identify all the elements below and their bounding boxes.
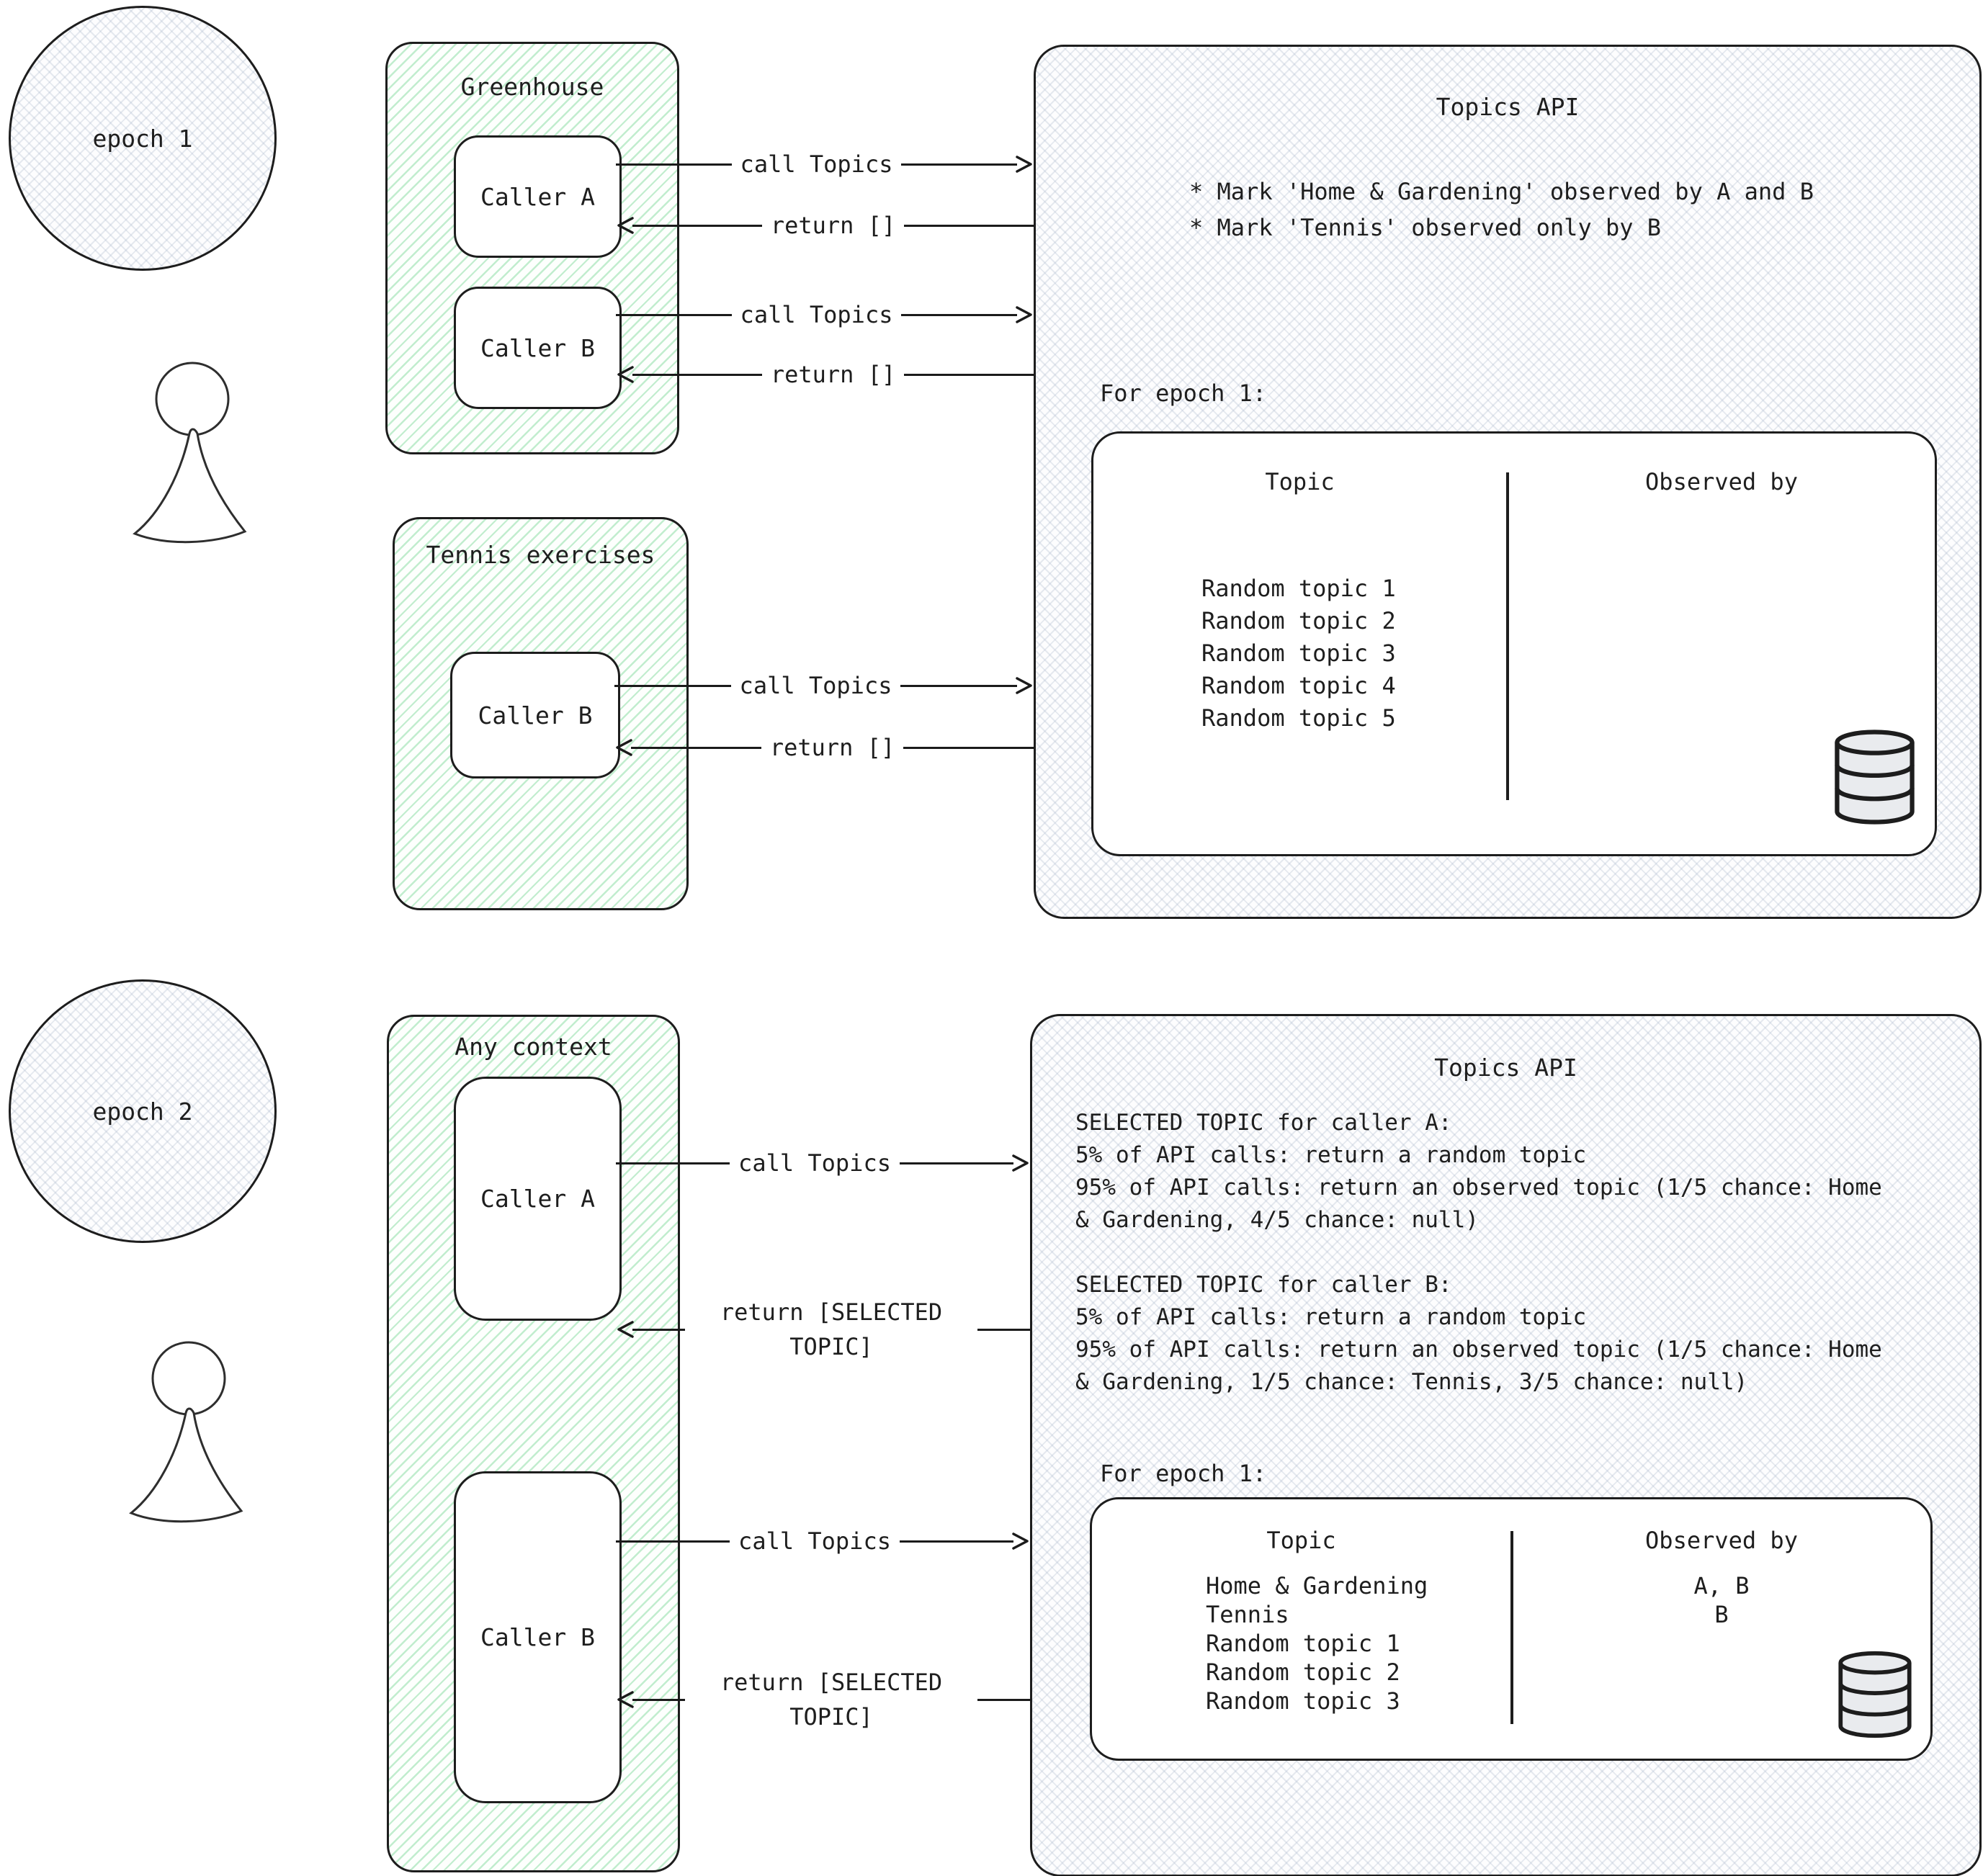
table-row: Random topic 1 <box>1201 574 1396 602</box>
arrow-epoch1-caller-a-call: call Topics <box>616 148 1034 180</box>
caller-b-label: Caller B <box>480 333 595 362</box>
column-header-topic: Topic <box>1266 1527 1336 1554</box>
arrow-epoch1-caller-b-call: call Topics <box>616 299 1034 331</box>
arrow-label: return [] <box>770 212 896 239</box>
arrowhead-left-icon <box>617 366 634 383</box>
arrow-label: call Topics <box>740 151 893 178</box>
database-icon <box>1835 730 1915 825</box>
arrow-label: return [] <box>769 734 895 761</box>
arrow-label: call Topics <box>738 1527 891 1555</box>
arrowhead-right-icon <box>1012 1154 1029 1172</box>
table-row: Random topic 2 <box>1206 1659 1400 1686</box>
caller-a-label: Caller A <box>480 182 595 211</box>
table-row: Tennis <box>1206 1601 1289 1628</box>
arrowhead-right-icon <box>1012 1532 1029 1550</box>
observed-by-rows: A, B B <box>1513 1571 1930 1629</box>
column-header-topic: Topic <box>1265 468 1335 495</box>
table-divider <box>1510 1531 1513 1724</box>
for-epoch-label: For epoch 1: <box>1100 1460 1267 1487</box>
table-row: Random topic 3 <box>1206 1687 1400 1715</box>
table-row: Random topic 3 <box>1201 639 1396 667</box>
user-icon <box>129 1341 243 1523</box>
topics-api-title: Topics API <box>1436 93 1580 121</box>
column-header-observed-by: Observed by <box>1645 1527 1798 1554</box>
epoch2-bubble: epoch 2 <box>9 979 277 1243</box>
tennis-title: Tennis exercises <box>426 541 655 569</box>
arrowhead-left-icon <box>616 739 632 756</box>
arrow-label: call Topics <box>739 672 892 699</box>
arrow-epoch2-caller-a-call: call Topics <box>616 1147 1030 1179</box>
topics-api-box-epoch2: Topics API SELECTED TOPIC for caller A: … <box>1030 1014 1982 1876</box>
topic-rows: Random topic 1 Random topic 2 Random top… <box>1201 572 1396 734</box>
arrowhead-left-icon <box>617 217 634 234</box>
for-epoch-label: For epoch 1: <box>1100 380 1267 407</box>
arrow-epoch2-caller-b-call: call Topics <box>616 1525 1030 1557</box>
table-row: B <box>1714 1601 1729 1628</box>
arrow-epoch2-caller-b-return: return [SELECTED TOPIC] <box>616 1662 1030 1737</box>
user-icon <box>133 362 247 544</box>
epoch2-topics-table: Topic Observed by Home & Gardening Tenni… <box>1090 1497 1933 1761</box>
caller-b-label: Caller B <box>478 701 593 730</box>
arrow-label: return [SELECTED TOPIC] <box>720 1669 943 1731</box>
table-row: Random topic 1 <box>1206 1630 1400 1657</box>
epoch1-caller-b-box: Caller B <box>454 287 622 409</box>
observed-by-rows <box>1508 572 1935 637</box>
table-row: A, B <box>1693 1572 1750 1599</box>
table-row: Random topic 2 <box>1201 606 1396 634</box>
epoch2-caller-b-box: Caller B <box>454 1471 622 1803</box>
table-row: Home & Gardening <box>1206 1572 1428 1599</box>
arrowhead-right-icon <box>1016 677 1032 694</box>
arrow-epoch1-caller-a-return: return [] <box>616 210 1034 241</box>
database-icon <box>1838 1651 1912 1738</box>
arrow-epoch2-caller-a-return: return [SELECTED TOPIC] <box>616 1292 1030 1367</box>
epoch2-label: epoch 2 <box>92 1097 193 1126</box>
epoch1-bubble: epoch 1 <box>9 6 277 271</box>
arrow-label: return [SELECTED TOPIC] <box>720 1298 943 1360</box>
table-row <box>1508 572 1935 604</box>
epoch1-tennis-caller-b-box: Caller B <box>450 652 620 778</box>
arrow-epoch1-caller-b-return: return [] <box>616 359 1034 390</box>
topics-api-notes: * Mark 'Home & Gardening' observed by A … <box>1189 178 1814 241</box>
arrow-epoch1-tennis-call: call Topics <box>614 670 1034 701</box>
topics-api-title: Topics API <box>1434 1054 1577 1082</box>
selected-topic-rules: SELECTED TOPIC for caller A: 5% of API c… <box>1075 1110 1882 1395</box>
arrow-epoch1-tennis-return: return [] <box>614 732 1034 763</box>
epoch1-caller-a-box: Caller A <box>454 135 622 258</box>
topic-rows: Home & Gardening Tennis Random topic 1 R… <box>1206 1571 1428 1715</box>
any-context-title: Any context <box>455 1033 612 1061</box>
arrow-label: return [] <box>770 361 896 388</box>
epoch1-topics-table: Topic Observed by Random topic 1 Random … <box>1091 431 1937 856</box>
caller-a-label: Caller A <box>480 1185 595 1213</box>
epoch2-caller-a-box: Caller A <box>454 1077 622 1321</box>
topics-api-box-epoch1: Topics API * Mark 'Home & Gardening' obs… <box>1034 45 1982 919</box>
epoch1-label: epoch 1 <box>92 124 193 153</box>
table-row: Random topic 5 <box>1201 704 1396 732</box>
arrowhead-left-icon <box>617 1691 634 1708</box>
table-row: Random topic 4 <box>1201 671 1396 699</box>
arrowhead-right-icon <box>1016 156 1032 173</box>
arrow-label: call Topics <box>738 1149 891 1177</box>
caller-b-label: Caller B <box>480 1623 595 1651</box>
arrowhead-right-icon <box>1016 306 1032 323</box>
arrow-label: call Topics <box>740 301 893 328</box>
table-row <box>1508 604 1935 637</box>
table-divider <box>1506 472 1509 800</box>
greenhouse-title: Greenhouse <box>460 73 604 101</box>
arrowhead-left-icon <box>617 1321 634 1338</box>
column-header-observed-by: Observed by <box>1645 468 1798 495</box>
